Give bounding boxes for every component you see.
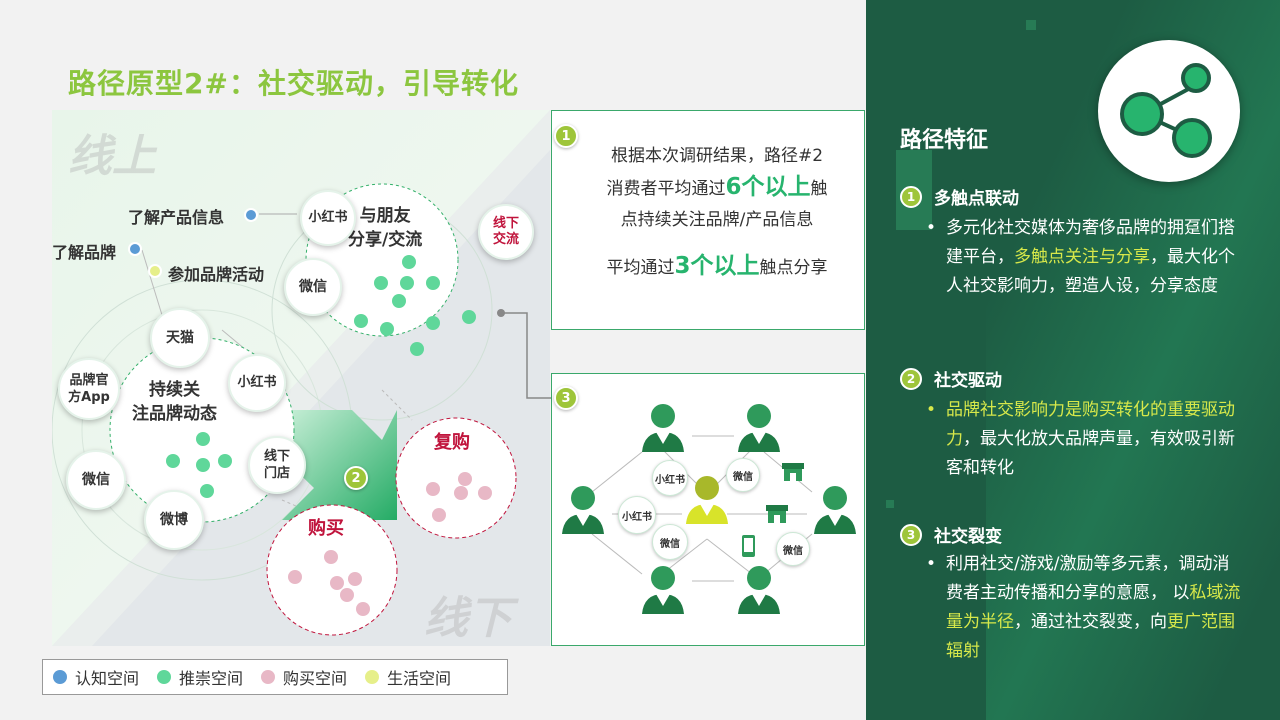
legend-item: 购买空间	[261, 665, 347, 689]
recommend-dot	[400, 276, 414, 290]
zone-online-label: 线上	[68, 131, 156, 182]
touchpoint-offline-exchange: 线下交流	[478, 204, 534, 260]
share-circle-title: 与朋友 分享/交流	[348, 206, 423, 250]
legend-item: 生活空间	[365, 665, 451, 689]
purchase-dot	[356, 602, 370, 616]
touchpoint-tmall: 天猫	[150, 308, 210, 368]
user-icon	[562, 486, 604, 534]
recommend-dot	[426, 316, 440, 330]
touchpoint-xiaohongshu: 小红书	[652, 460, 688, 496]
legend: 认知空间 推崇空间 购买空间 生活空间	[42, 659, 508, 695]
feature-text-1: •多元化社交媒体为奢侈品牌的拥趸们搭建平台，多触点关注与分享，最大化个人社交影响…	[926, 218, 1235, 296]
legend-swatch	[157, 670, 172, 684]
label-join-activity: 参加品牌活动	[168, 265, 265, 284]
rebuy-dot	[426, 482, 440, 496]
legend-item: 认知空间	[53, 665, 139, 689]
purchase-dot	[340, 588, 354, 602]
central-user-icon	[686, 476, 728, 524]
feature-text-2: •品牌社交影响力是购买转化的重要驱动力，最大化放大品牌声量，有效吸引新客和转化	[926, 400, 1235, 478]
social-network-box: 小红书 微信 小红书 微信 微信	[551, 373, 865, 646]
features-title: 路径特征	[900, 128, 989, 153]
decor-shape	[1026, 20, 1036, 30]
insight-box-1: 根据本次调研结果，路径#2 消费者平均通过6个以上触 点持续关注品牌/产品信息 …	[551, 110, 865, 330]
rebuy-label: 复购	[434, 432, 470, 453]
decor-shape	[886, 500, 894, 508]
phone-icon	[742, 535, 755, 557]
legend-swatch	[365, 670, 380, 684]
touchpoint-xiaohongshu: 小红书	[228, 354, 286, 412]
awareness-dot	[128, 242, 142, 256]
label-learn-brand: 了解品牌	[52, 243, 117, 262]
recommend-dot	[426, 276, 440, 290]
page-title: 路径原型2#：社交驱动，引导转化	[68, 67, 519, 100]
insight-text-1: 根据本次调研结果，路径#2 消费者平均通过6个以上触 点持续关注品牌/产品信息	[606, 146, 828, 230]
touchpoint-wechat: 微信	[726, 458, 760, 492]
recommend-dot	[200, 484, 214, 498]
user-icon	[814, 486, 856, 534]
step-badge-2: 2	[344, 466, 368, 490]
touchpoint-wechat: 微信	[284, 258, 342, 316]
legend-swatch	[261, 670, 276, 684]
recommend-dot	[402, 255, 416, 269]
recommend-dot	[196, 432, 210, 446]
recommend-dot	[218, 454, 232, 468]
touchpoint-wechat: 微信	[652, 524, 688, 560]
purchase-dot	[288, 570, 302, 584]
recommend-dot	[354, 314, 368, 328]
touchpoint-xiaohongshu: 小红书	[618, 496, 656, 534]
rebuy-dot	[478, 486, 492, 500]
diagram-background	[52, 110, 550, 646]
purchase-dot	[324, 550, 338, 564]
feature-text-3: •利用社交/游戏/激励等多元素，调动消费者主动传播和分享的意愿， 以私域流量为半…	[926, 554, 1241, 661]
path-diagram: 线上 线下 了解产品信息 了解品牌 参加品牌活动 与朋友 分享/交流 小红书 微…	[52, 110, 550, 646]
recommend-dot	[166, 454, 180, 468]
user-icon	[738, 404, 780, 452]
recommend-dot	[380, 322, 394, 336]
purchase-dot	[330, 576, 344, 590]
insight-text-2: 平均通过3个以上触点分享	[606, 253, 828, 279]
legend-item: 推崇空间	[157, 665, 243, 689]
store-icon	[782, 463, 804, 481]
awareness-dot	[244, 208, 258, 222]
recommend-dot	[410, 342, 424, 356]
user-icon	[642, 566, 684, 614]
life-dot	[148, 264, 162, 278]
legend-swatch	[53, 670, 67, 684]
step-badge-1: 1	[554, 124, 578, 148]
recommend-dot	[392, 294, 406, 308]
connector-line	[497, 309, 557, 399]
user-icon	[642, 404, 684, 452]
touchpoint-weibo: 微博	[144, 490, 204, 550]
user-icon	[738, 566, 780, 614]
recommend-dot	[196, 458, 210, 472]
store-icon	[766, 505, 788, 523]
follow-circle-title: 持续关 注品牌动态	[132, 380, 217, 424]
recommend-dot	[374, 276, 388, 290]
recommend-dot	[462, 310, 476, 324]
zone-offline-label: 线下	[424, 593, 512, 644]
rebuy-dot	[454, 486, 468, 500]
touchpoint-wechat: 微信	[776, 532, 810, 566]
rebuy-dot	[432, 508, 446, 522]
label-learn-product: 了解产品信息	[128, 208, 225, 227]
touchpoint-xiaohongshu: 小红书	[300, 190, 356, 246]
touchpoint-wechat: 微信	[66, 450, 126, 510]
purchase-label: 购买	[308, 518, 344, 539]
share-icon	[1098, 40, 1240, 182]
purchase-dot	[348, 572, 362, 586]
rebuy-dot	[458, 472, 472, 486]
step-badge-3: 3	[554, 386, 578, 410]
touchpoint-brand-app: 品牌官方App	[58, 358, 120, 420]
touchpoint-offline-store: 线下门店	[248, 436, 306, 494]
